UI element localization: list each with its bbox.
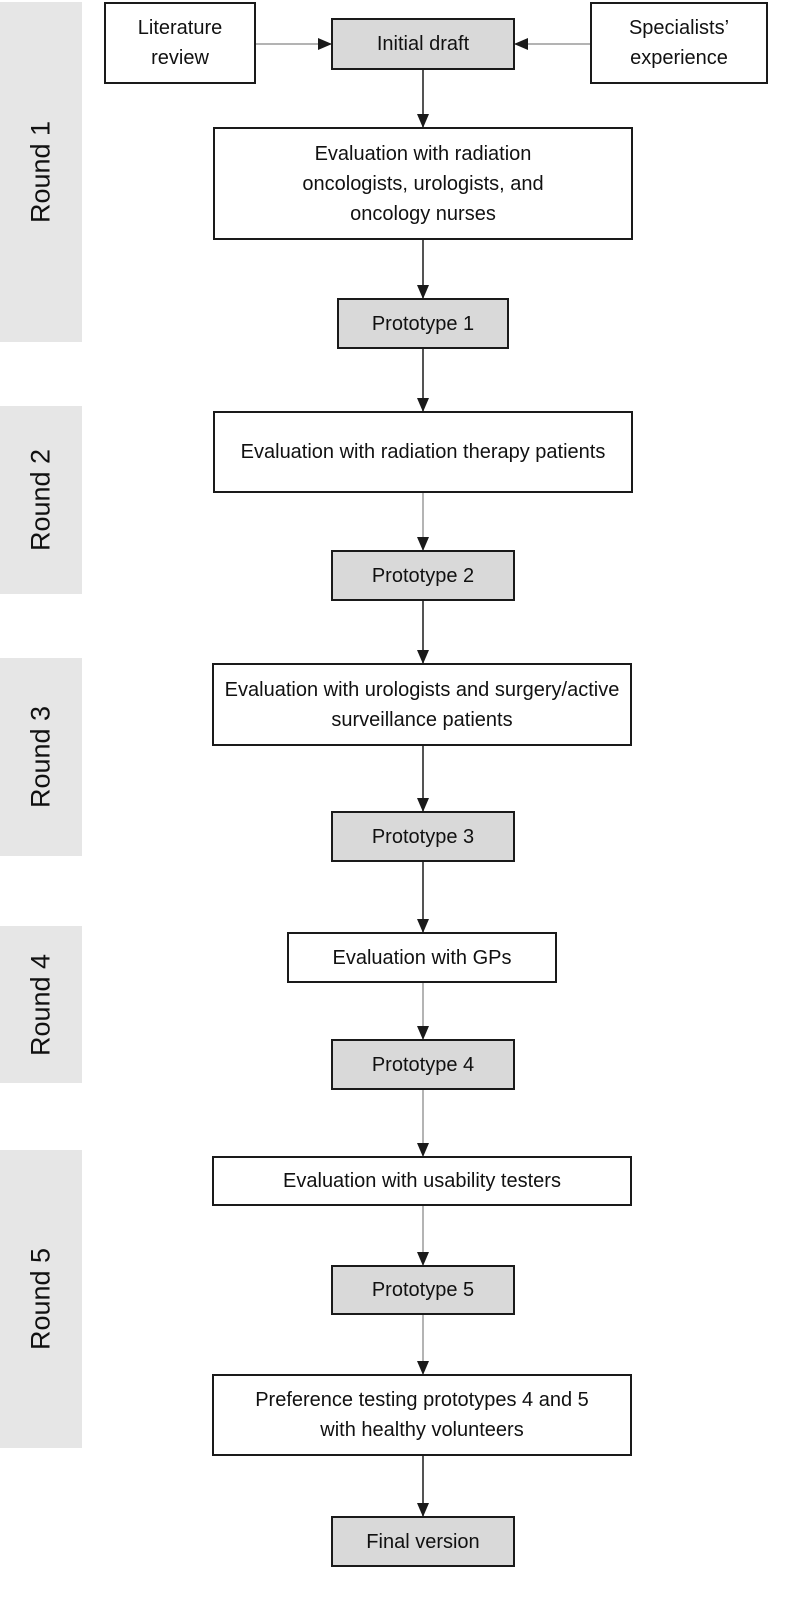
prototype-4-box: Prototype 4 xyxy=(331,1039,515,1090)
preference-testing-box: Preference testing prototypes 4 and 5 wi… xyxy=(212,1374,632,1456)
specialists-experience-box: Specialists’ experience xyxy=(590,2,768,84)
literature-review-box: Literature review xyxy=(104,2,256,84)
evaluation-round1-box: Evaluation with radiation oncologists, u… xyxy=(213,127,633,240)
round-band-2: Round 2 xyxy=(0,406,82,594)
round-band-3: Round 3 xyxy=(0,658,82,856)
prototype-1-box: Prototype 1 xyxy=(337,298,509,349)
round-band-5: Round 5 xyxy=(0,1150,82,1448)
evaluation-round2-box: Evaluation with radiation therapy patien… xyxy=(213,411,633,493)
round-band-4: Round 4 xyxy=(0,926,82,1083)
round-band-1: Round 1 xyxy=(0,2,82,342)
evaluation-round5-box: Evaluation with usability testers xyxy=(212,1156,632,1206)
evaluation-round3-box: Evaluation with urologists and surgery/a… xyxy=(212,663,632,746)
final-version-box: Final version xyxy=(331,1516,515,1567)
initial-draft-box: Initial draft xyxy=(331,18,515,70)
prototype-2-box: Prototype 2 xyxy=(331,550,515,601)
prototype-3-box: Prototype 3 xyxy=(331,811,515,862)
evaluation-round4-box: Evaluation with GPs xyxy=(287,932,557,983)
prototype-5-box: Prototype 5 xyxy=(331,1265,515,1315)
